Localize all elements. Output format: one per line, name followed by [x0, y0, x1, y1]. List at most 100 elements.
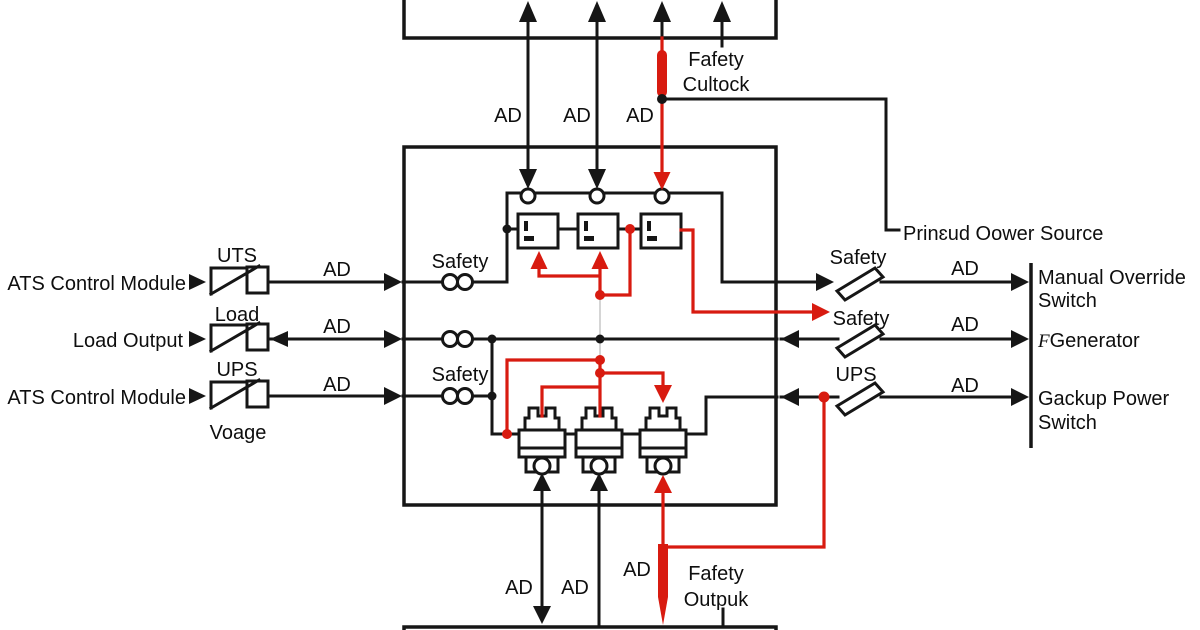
left-arrow-icon: [781, 388, 799, 406]
safety-contact-icon: [456, 330, 474, 348]
up-arrow-icon: [653, 1, 671, 22]
breaker-row3: [834, 381, 886, 417]
ad-label: AD: [323, 259, 351, 281]
up-arrow-icon: [590, 473, 608, 491]
ad-label: AD: [563, 105, 591, 127]
relay-mark: [524, 236, 534, 241]
safety-contact-icon: [456, 273, 474, 291]
transistor-2: [574, 406, 624, 476]
breaker-row2: [834, 323, 886, 359]
right-arrow-icon: [189, 274, 206, 290]
black-wires: [264, 0, 1033, 630]
right-arrow-icon: [189, 388, 206, 404]
relay-mark: [524, 221, 528, 231]
up-arrow-icon: [713, 1, 731, 22]
lower-red-net: [505, 358, 665, 436]
ad-label: AD: [505, 577, 533, 599]
right-arrow-icon: [384, 273, 402, 291]
down-arrow-icon: [533, 606, 551, 624]
ad-label: AD: [951, 375, 979, 397]
right-arrow-icon: [384, 387, 402, 405]
transistor-1: [517, 406, 567, 476]
junction-dot: [487, 334, 497, 344]
primary-source-label: Prinɛud Oower Source: [903, 223, 1103, 245]
red-signal-paths: [505, 36, 830, 625]
transistor-crown: [644, 406, 682, 432]
top-source-box: [402, 0, 778, 40]
disconnect-switch-row2: [208, 320, 270, 354]
disconnect-switch-row1: [208, 263, 270, 297]
right-row2-switch-label: Safety: [833, 308, 890, 330]
ad-label: AD: [323, 316, 351, 338]
black-arrowheads: [189, 1, 1029, 624]
relay-box-2: [576, 212, 620, 250]
junction-dots: [487, 94, 830, 439]
cutoff-thick-segment: [657, 50, 667, 97]
relay-output-red: [679, 228, 814, 314]
junction-dot: [487, 391, 497, 401]
red-junction-dot: [502, 429, 512, 439]
safety-cutoff-label-2: Cultock: [683, 74, 751, 96]
row3-left-wires: [401, 337, 521, 436]
transistor-terminal: [589, 456, 609, 476]
safety-output-label-2: Outpuk: [684, 589, 749, 611]
red-up-arrow-icon: [654, 475, 672, 493]
bottom-output-box: [402, 625, 778, 630]
red-down-arrow-icon: [654, 385, 672, 403]
switch-blade: [208, 263, 262, 297]
switch-blade: [208, 377, 262, 411]
output-thick-arrow: [658, 544, 668, 625]
ad-label: AD: [561, 577, 589, 599]
left-row2-label: Load Output: [73, 330, 184, 352]
safety-cutoff-label-1: Fafety: [688, 49, 744, 71]
terminal-circle-1: [519, 187, 537, 205]
top-feed-lines: [526, 36, 599, 172]
right-arrow-icon: [1011, 273, 1029, 291]
relay-red-net: [537, 227, 632, 297]
right-arrow-icon: [816, 273, 834, 291]
transistor-body: [638, 428, 688, 459]
relay-box-1: [516, 212, 560, 250]
relay-body: [576, 212, 620, 250]
left-row3-switch-label: UPS: [216, 359, 257, 381]
right-arrow-icon: [1011, 330, 1029, 348]
junction-dot: [595, 334, 605, 344]
right-row3-switch-label: UPS: [835, 364, 876, 386]
terminal-circle-2: [588, 187, 606, 205]
switch-blade: [208, 320, 262, 354]
relay-mark: [647, 236, 657, 241]
right-row3-target-1: Gackup Power: [1038, 388, 1170, 410]
central-control-box: [402, 145, 778, 507]
safety-output-label-1: Fafety: [688, 563, 744, 585]
ad-label: AD: [323, 374, 351, 396]
right-row1-target-2: Switch: [1038, 290, 1097, 312]
junction-dot: [657, 94, 667, 104]
relay-mark: [584, 236, 594, 241]
breaker-row1: [834, 266, 886, 302]
primary-source-leader: [660, 97, 901, 232]
red-junction-dot: [595, 368, 605, 378]
red-junction-dot: [595, 290, 605, 300]
right-row1-switch-label: Safety: [830, 247, 887, 269]
disconnect-switch-row3: [208, 377, 270, 411]
transistor-body: [517, 428, 567, 459]
red-right-arrow-icon: [812, 303, 830, 321]
right-row2-target: FGenerator: [1037, 330, 1140, 352]
right-arrow-icon: [384, 330, 402, 348]
right-row3-target-2: Switch: [1038, 412, 1097, 434]
ups-feedback-red: [661, 395, 826, 549]
ad-label: AD: [494, 105, 522, 127]
down-arrow-icon: [588, 169, 606, 189]
left-row2-switch-label: Load: [215, 304, 260, 326]
component-symbols: [208, 187, 886, 476]
safety-contact-icon: [441, 330, 459, 348]
red-up-arrow-icon: [591, 251, 609, 269]
left-arrow-icon: [781, 330, 799, 348]
up-arrow-icon: [533, 473, 551, 491]
ad-label: AD: [626, 105, 654, 127]
ad-label: AD: [951, 258, 979, 280]
labels: AD AD AD Fafety Cultock Prinɛud Oower So…: [7, 49, 1185, 611]
red-junction-dot: [625, 224, 635, 234]
relay-mark: [647, 221, 651, 231]
